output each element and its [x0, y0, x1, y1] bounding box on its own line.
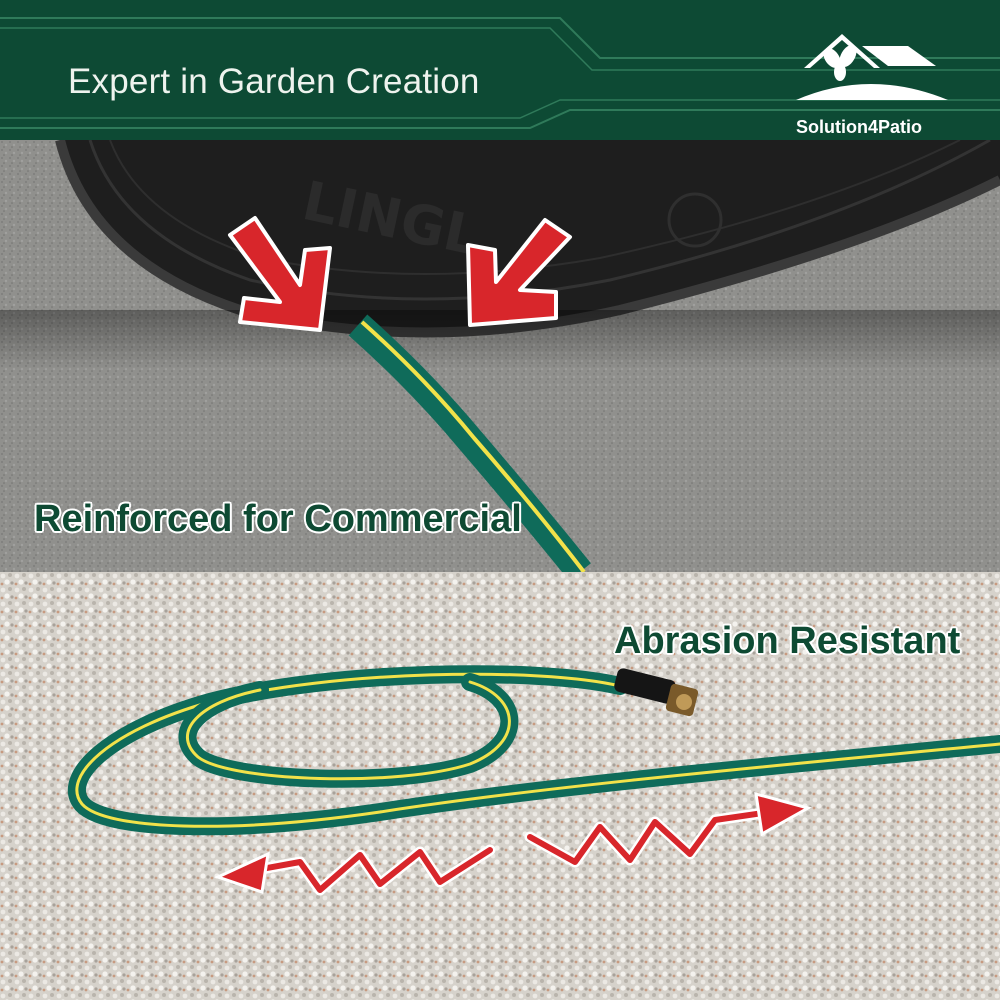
hose-connector-icon	[614, 668, 699, 717]
arrow-head-right-icon	[754, 791, 812, 837]
tire-scene-illustration: LINGL	[0, 140, 1000, 572]
arrow-head-left-icon	[213, 851, 270, 894]
tire-on-hose-photo: LINGL	[0, 140, 1000, 572]
caption-reinforced: Reinforced for Commercial	[34, 498, 522, 540]
header-banner: Expert in Garden Creation Solution4Patio	[0, 0, 1000, 140]
banner-title: Expert in Garden Creation	[68, 62, 480, 101]
brand-logo-icon	[796, 34, 948, 100]
down-arrow-left-icon	[228, 216, 332, 332]
zigzag-arrow-left	[242, 847, 493, 893]
brand-name: Solution4Patio	[796, 117, 922, 137]
banner-decorative-lines	[0, 0, 1000, 140]
zigzag-arrow-right	[527, 809, 773, 865]
caption-abrasion: Abrasion Resistant	[614, 620, 961, 662]
down-arrow-right-icon	[466, 218, 572, 327]
hose-on-gravel-photo	[0, 572, 1000, 1000]
gravel-scene-illustration	[0, 572, 1000, 1000]
